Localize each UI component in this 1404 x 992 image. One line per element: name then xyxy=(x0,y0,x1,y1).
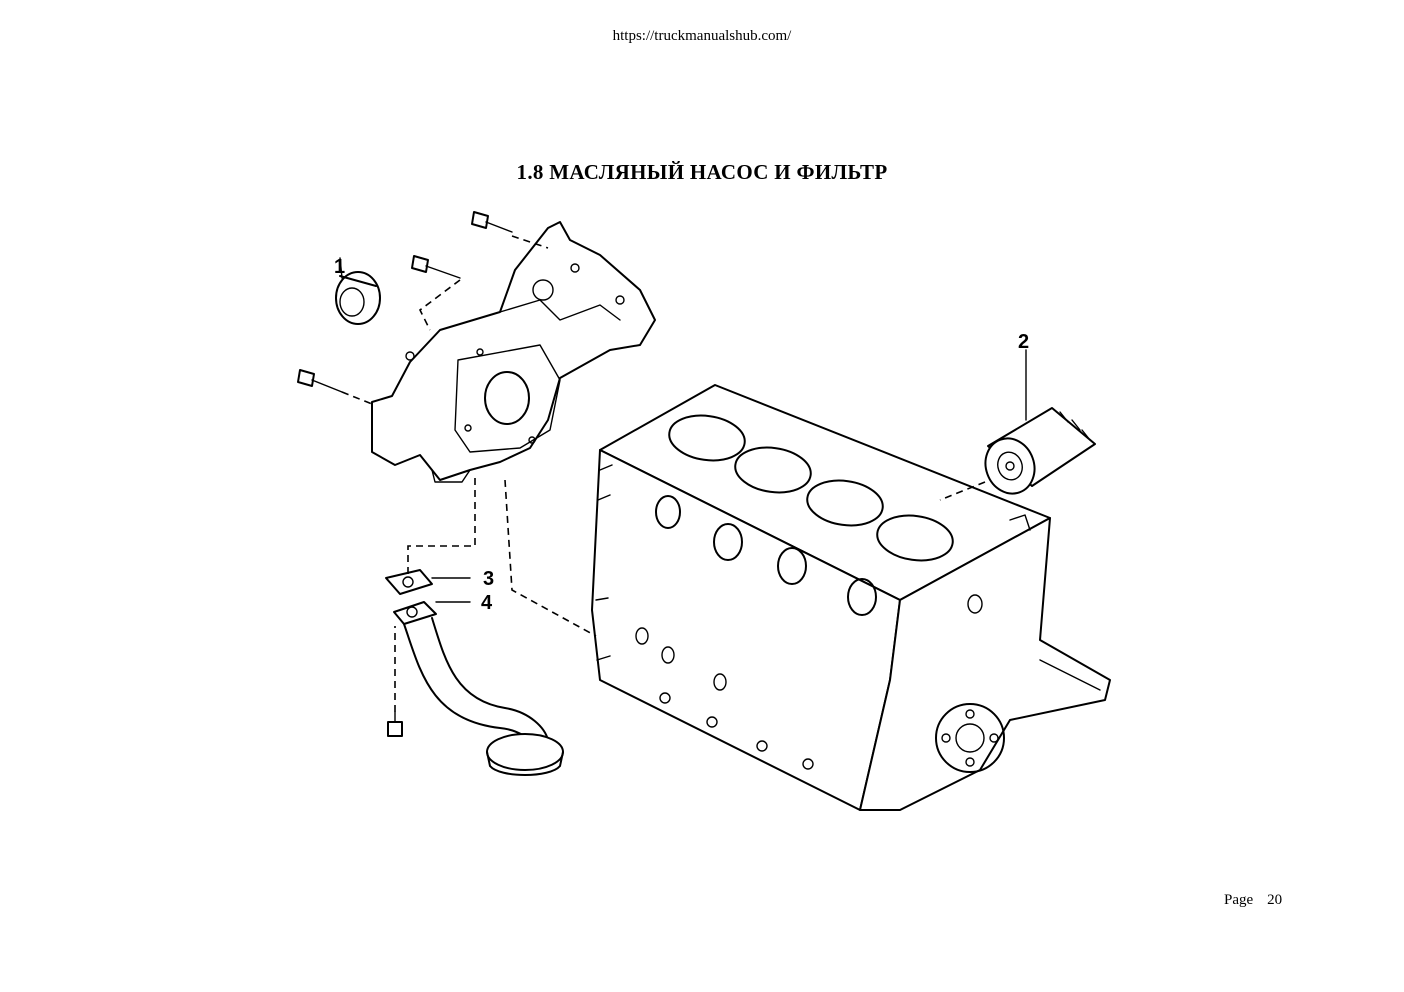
oil-strainer xyxy=(393,601,564,776)
page-label: Page xyxy=(1224,892,1254,908)
callout-1: 1 xyxy=(334,256,345,278)
engine-block xyxy=(591,384,1111,811)
bolts xyxy=(297,211,513,737)
leader-lines xyxy=(341,235,986,712)
callout-4: 4 xyxy=(481,592,493,614)
source-url: https://truckmanualshub.com/ xyxy=(612,28,792,44)
page-title: 1.8 МАСЛЯНЫЙ НАСОС И ФИЛЬТР xyxy=(516,160,888,184)
gasket xyxy=(385,569,433,595)
oil-seal xyxy=(335,271,381,325)
page-number: Page 20 xyxy=(1224,892,1282,909)
callout-2: 2 xyxy=(1018,331,1029,353)
callout-leaders xyxy=(339,257,1027,603)
oil-filter xyxy=(984,407,1096,495)
page-number-value: 20 xyxy=(1267,892,1283,908)
oil-pump xyxy=(297,211,656,737)
callout-3: 3 xyxy=(483,568,494,590)
